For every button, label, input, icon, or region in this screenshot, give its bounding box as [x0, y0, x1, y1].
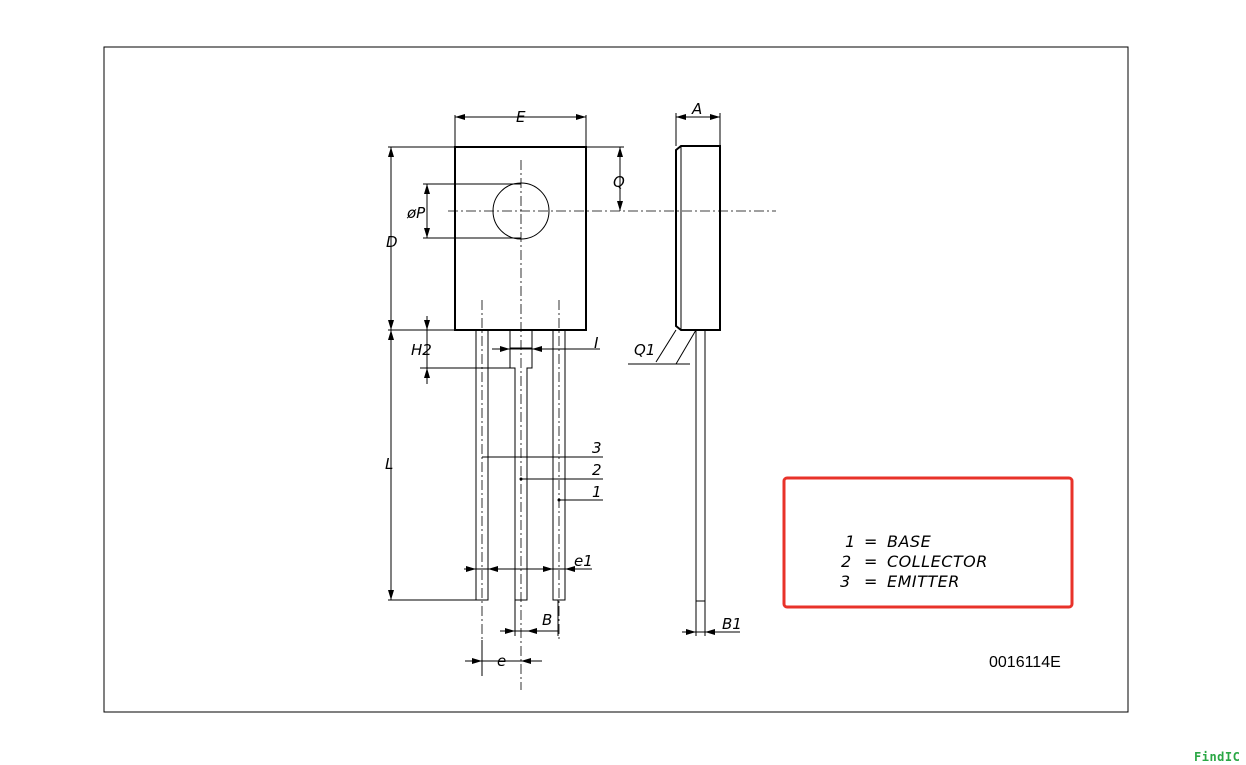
- label-B: B: [542, 611, 552, 629]
- front-view: [388, 114, 776, 690]
- label-P: øP: [406, 204, 426, 222]
- legend-eq-3: =: [864, 572, 878, 591]
- legend-name-emitter: EMITTER: [887, 572, 960, 591]
- legend-highlight-box: [782, 476, 1074, 609]
- legend-num-2: 2: [841, 552, 852, 571]
- label-pin-2: 2: [592, 461, 602, 479]
- label-B1: B1: [722, 615, 742, 633]
- package-body-side: [675, 145, 721, 331]
- legend-eq-1: =: [864, 532, 878, 551]
- lead-right: [552, 329, 566, 601]
- legend-name-base: BASE: [887, 532, 932, 551]
- watermark-logo: FindIC: [1194, 750, 1241, 764]
- label-pin-3: 3: [592, 439, 602, 457]
- label-I: I: [594, 334, 599, 352]
- legend-name-collector: COLLECTOR: [887, 552, 988, 571]
- pin-legend: 1 = BASE 2 = COLLECTOR 3 = EMITTER: [782, 476, 1074, 609]
- lead-left: [475, 329, 489, 601]
- label-L: L: [385, 455, 393, 473]
- center-lead-collar: [509, 330, 533, 601]
- drawing-code: 0016114E: [989, 654, 1061, 671]
- legend-num-1: 1: [845, 532, 856, 551]
- legend-eq-2: =: [864, 552, 878, 571]
- label-E: E: [516, 108, 526, 126]
- drawing-frame: [103, 46, 1129, 713]
- label-e1: e1: [574, 552, 593, 570]
- side-view: [628, 113, 740, 636]
- label-D: D: [386, 233, 398, 251]
- legend-num-3: 3: [840, 572, 851, 591]
- label-H2: H2: [411, 341, 432, 359]
- label-e: e: [497, 652, 506, 670]
- label-Q1: Q1: [634, 341, 655, 359]
- label-pin-1: 1: [592, 483, 602, 501]
- label-A: A: [691, 100, 702, 118]
- lead-side: [695, 329, 706, 602]
- label-Q: Q: [613, 173, 625, 191]
